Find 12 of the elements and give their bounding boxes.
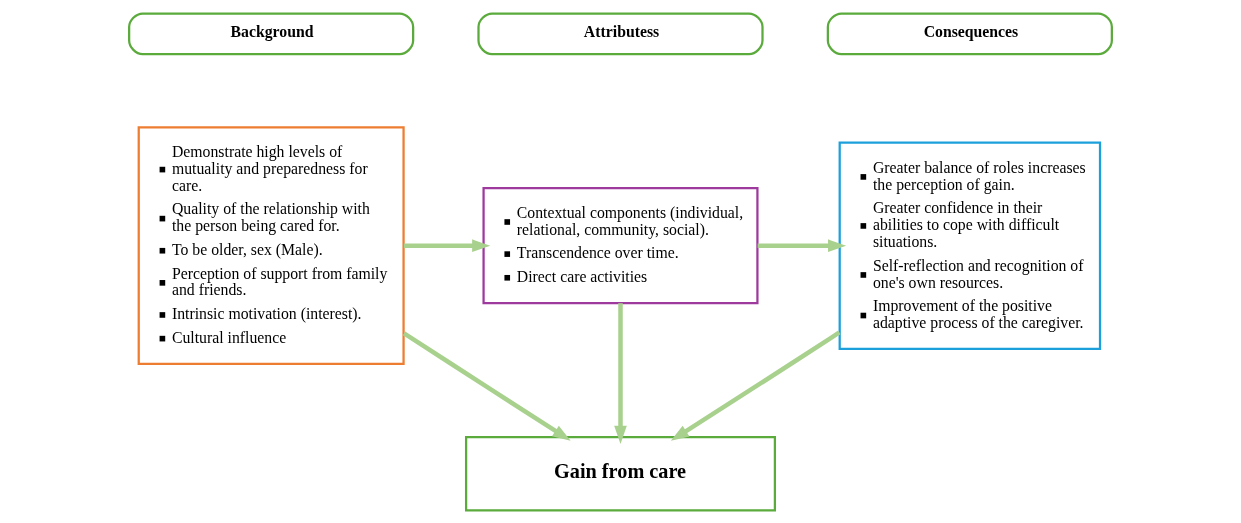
arrow (670, 330, 841, 441)
node-box: Greater balance of roles increases the perception of gain. Greater confidence in their abilities to cope with difficult situations. Self-reflection and recognition of one's own resources. Improvement of the positive adaptive process of the caregiver. (838, 140, 1102, 350)
arrow (402, 330, 571, 441)
node-box: Contextual components (individual, relational, community, social). Transcendence over time. Direct care activities (482, 186, 759, 304)
node-box: Gain from care (465, 435, 776, 512)
node-box: Demonstrate high levels of mutuality and preparedness for care. Quality of the relationship with the person being cared for. To be older, sex (Male). Perception of support from family and friends. Intrinsic motivation (interest). Cultural influence (137, 125, 405, 365)
node-box: Attributess (477, 11, 764, 55)
node-box: Consequences (826, 11, 1113, 55)
arrow (403, 238, 491, 252)
arrow (614, 302, 627, 444)
arrow (757, 238, 847, 252)
node-box: Background (128, 11, 415, 55)
